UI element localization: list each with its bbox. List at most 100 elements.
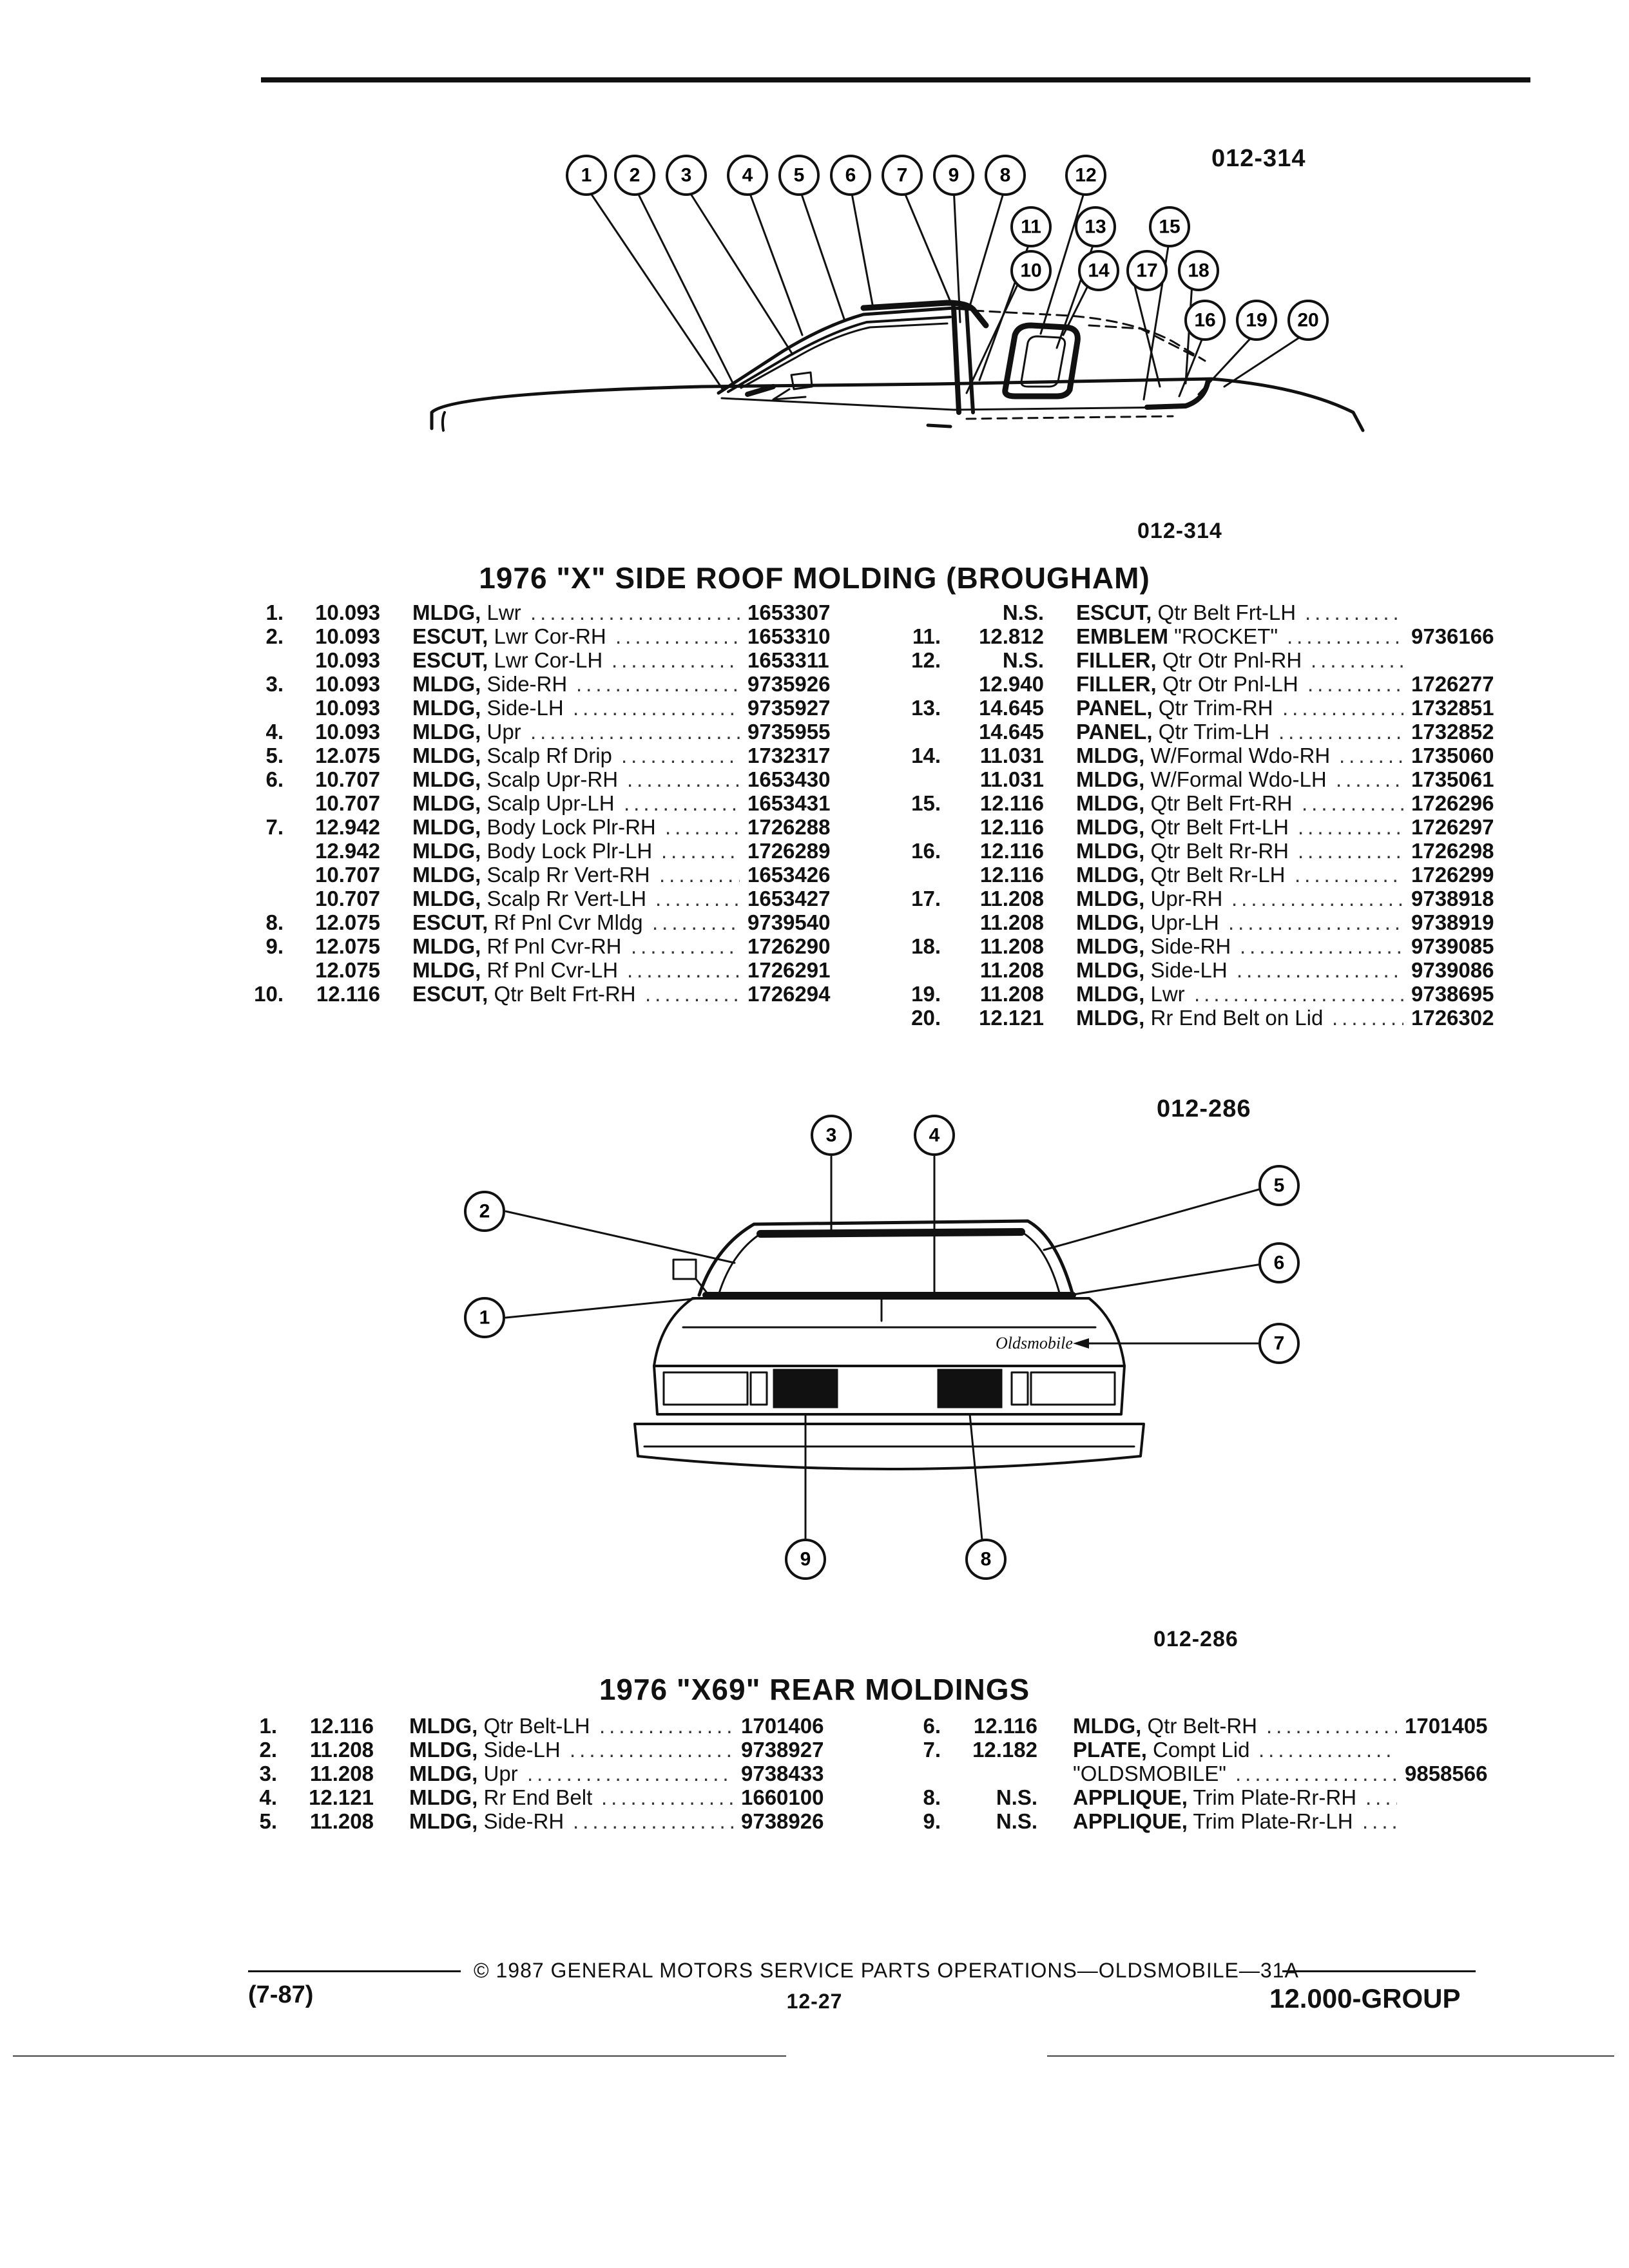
leader-dots: ............. [627,767,740,791]
svg-text:2: 2 [479,1201,490,1222]
svg-text:13: 13 [1084,216,1106,238]
leader-dots: .... [1362,1809,1397,1833]
leader-dots: ........ [1336,767,1403,791]
svg-text:1: 1 [581,165,592,186]
svg-text:5: 5 [1274,1175,1285,1196]
callout-12: 12 [1065,155,1106,196]
callout-4: 4 [914,1115,955,1156]
footer-group: 12.000-GROUP [1269,1983,1461,2013]
footer-page-number: 12-27 [786,1990,843,2013]
parts-row: 9.N.S.APPLIQUE, Trim Plate-Rr-LH.... [902,1809,1534,1833]
svg-text:19: 19 [1246,310,1267,331]
leader-dots: ................... [570,1738,733,1762]
svg-text:4: 4 [929,1125,940,1146]
leader-dots: .................... [1231,887,1403,910]
callout-7: 7 [1258,1323,1300,1364]
svg-text:2: 2 [630,165,641,186]
leader-dots: ............ [1302,791,1403,815]
leader-dots: .............. [1278,720,1403,744]
callout-15: 15 [1149,206,1190,247]
leader-dots: .......... [652,910,740,934]
leader-dots: ................... [573,696,740,720]
leader-dots: ....................... [527,1762,733,1785]
section1-right-column: N.S.ESCUT, Qtr Belt Frt-LH........... 11… [902,601,1534,1030]
svg-text:8: 8 [981,1549,992,1570]
figure2-code-bottom: 012-286 [1153,1627,1239,1651]
leader-dots: ................... [1237,958,1403,982]
leader-dots: ........ [1339,744,1403,767]
footer-rule-left [248,1970,461,1972]
section2-title: 1976 "X69" REAR MOLDINGS [599,1673,1030,1706]
figure1-callouts: 1 2 3 4 5 6 7 9 8 12 11 13 15 10 14 17 1… [566,155,1329,341]
leader-dots: ............... [612,648,740,672]
leader-dots: ........................ [530,720,740,744]
leader-dots: .................... [1228,910,1403,934]
svg-text:3: 3 [826,1125,837,1146]
leader-dots: ................... [1240,934,1403,958]
leader-dots: ................ [1258,1738,1397,1762]
callout-18: 18 [1178,250,1219,291]
leader-dots: .... [1365,1785,1397,1809]
parts-row: N.S.ESCUT, Qtr Belt Frt-LH........... [1002,601,1403,624]
svg-text:6: 6 [845,165,856,186]
section1-title: 1976 "X" SIDE ROOF MOLDING (BROUGHAM) [479,561,1150,595]
callout-1: 1 [464,1297,505,1338]
svg-text:1: 1 [479,1307,490,1329]
figure1-code-top: 012-314 [1211,145,1306,172]
leader-dots: .............. [621,744,740,767]
svg-text:9: 9 [949,165,959,186]
leader-dots: ............ [1298,839,1403,863]
leader-dots: ........... [1311,648,1403,672]
parts-row: 12.N.S.FILLER, Qtr Otr Pnl-RH........... [902,648,1534,672]
svg-text:20: 20 [1297,310,1318,331]
svg-text:15: 15 [1159,216,1180,238]
svg-text:7: 7 [1274,1333,1285,1354]
callout-4: 4 [727,155,768,196]
callout-7: 7 [882,155,923,196]
callout-14: 14 [1078,250,1119,291]
figure1-side-roof-illustration [430,186,1365,432]
callout-3: 3 [811,1115,852,1156]
callout-13: 13 [1075,206,1116,247]
callout-1: 1 [566,155,607,196]
scan-edge-line-right [1047,2055,1614,2057]
svg-text:7: 7 [897,165,908,186]
leader-dots: ........... [1305,601,1403,624]
svg-text:14: 14 [1088,260,1110,282]
leader-dots: .............. [1282,696,1403,720]
leader-dots: ............. [1287,624,1403,648]
svg-text:11: 11 [1021,216,1041,238]
svg-text:18: 18 [1188,260,1209,282]
parts-row: 8.N.S.APPLIQUE, Trim Plate-Rr-RH.... [902,1785,1534,1809]
leader-dots: ............. [627,958,740,982]
callout-20: 20 [1287,300,1329,341]
leader-dots: ........................ [530,601,740,624]
leader-dots: ............... [601,1785,733,1809]
trunk-emblem-script: Oldsmobile [996,1334,1073,1352]
leader-dots: .............. [615,624,740,648]
